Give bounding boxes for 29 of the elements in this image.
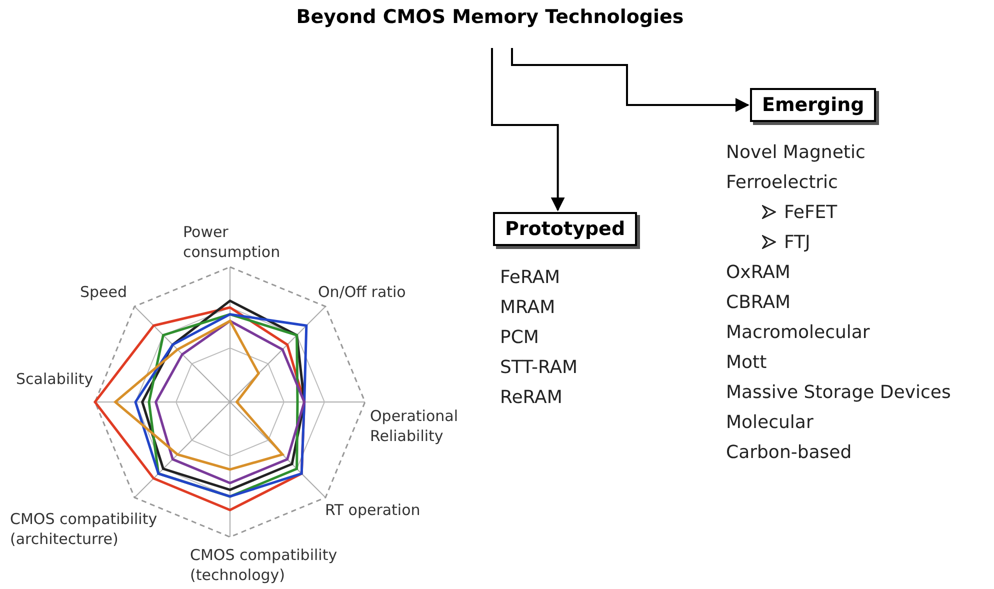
axis-label: Power consumption [183, 222, 282, 262]
list-item: Carbon-based [726, 441, 853, 465]
category-box: Prototyped [493, 212, 638, 246]
list-item: CBRAM [726, 291, 792, 315]
list-item: Macromolecular [726, 321, 871, 345]
arrow [491, 48, 565, 212]
category-box: Emerging [750, 88, 876, 122]
axis-label: Scalability [16, 369, 94, 389]
list-item: MRAM [500, 296, 556, 320]
axis-label: RT operation [325, 500, 422, 520]
title-text: Beyond CMOS Memory Technologies [296, 6, 684, 28]
list-item: Massive Storage Devices [726, 381, 951, 405]
axis-label: On/Off ratio [318, 282, 407, 302]
list-item: FeRAM [500, 266, 562, 290]
list-item: Novel Magnetic [726, 141, 866, 165]
arrow [511, 48, 750, 112]
axis-label: Speed [80, 282, 128, 302]
list-item: Molecular [726, 411, 814, 435]
list-item: PCM [500, 326, 540, 350]
axis-label: Operational Reliability [370, 406, 460, 446]
list-item: Ferroelectric [726, 171, 839, 195]
list-item: FeFET [784, 202, 838, 223]
list-item: FTJ [784, 232, 810, 253]
list-item: STT-RAM [500, 356, 578, 380]
list-item: Mott [726, 351, 768, 375]
list-item: ReRAM [500, 386, 564, 410]
axis-label: CMOS compatibility (technology) [190, 545, 338, 585]
axis-label: CMOS compatibility (architecturre) [10, 509, 158, 549]
list-item: OxRAM [726, 261, 792, 285]
